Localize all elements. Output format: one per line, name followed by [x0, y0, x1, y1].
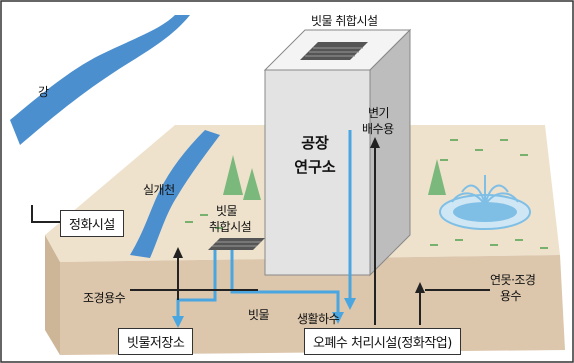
rainwater-label: 빗물 — [248, 308, 270, 322]
ground-collection-grate — [208, 238, 265, 250]
wastewater-plant-box: 오폐수 처리시설(정화작업) — [304, 328, 461, 355]
pond-water — [453, 202, 517, 222]
roof-collection-grate — [300, 42, 368, 60]
flow-arrowheads — [173, 137, 425, 293]
trees — [223, 155, 446, 200]
landscaping-water-label: 조경용수 — [83, 291, 126, 305]
pond-landscape-label-1: 연못·조경 — [490, 273, 536, 287]
river-label: 강 — [38, 85, 49, 99]
rain-collection-ground-label-2: 취합시설 — [209, 220, 252, 234]
factory-label: 공장 — [301, 134, 329, 152]
research-label: 연구소 — [294, 158, 336, 176]
ground-side-face — [45, 235, 60, 355]
river-shape — [10, 15, 190, 145]
pipe-arrowheads — [172, 298, 356, 328]
stream-shape — [130, 130, 220, 258]
rain-collection-top-label: 빗물 취합시설 — [311, 14, 378, 28]
building-front — [264, 69, 371, 276]
stream-label: 실개천 — [143, 183, 175, 197]
flow-arrows — [31, 145, 490, 325]
fountain — [451, 175, 519, 206]
pond-landscape-label-2: 용수 — [500, 289, 522, 303]
toilet-flush-label-1: 변기 — [368, 106, 390, 120]
rain-storage-box: 빗물저장소 — [118, 328, 194, 355]
toilet-flush-label-2: 배수용 — [362, 122, 394, 136]
purification-box: 정화시설 — [60, 210, 124, 237]
domestic-sewage-label: 생활하수 — [297, 312, 340, 326]
rain-collection-ground-label-1: 빗물 — [216, 204, 238, 218]
rainwater-pipes — [176, 130, 352, 318]
